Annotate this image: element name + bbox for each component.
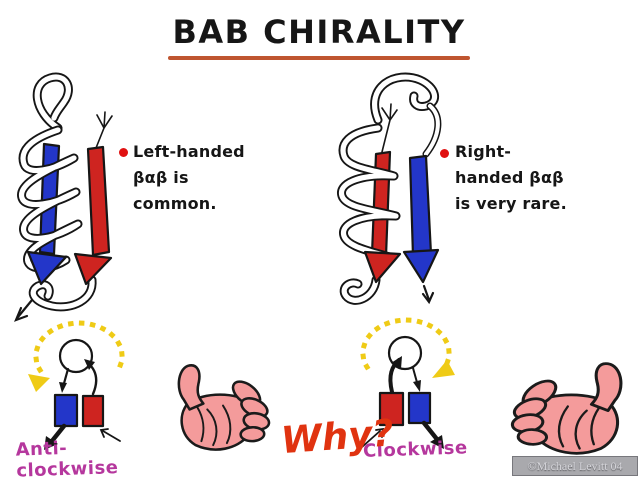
palm-creases (196, 404, 232, 447)
exit-arrow (49, 423, 67, 444)
bottom-loop-ribbon (14, 275, 97, 322)
connector-arrowhead (391, 356, 402, 369)
label-arrow (361, 430, 381, 448)
thumb (177, 364, 205, 411)
bullet-icon (440, 149, 449, 158)
exit-arrowhead (44, 436, 58, 450)
right-hand-icon (510, 362, 623, 455)
label-arrowhead (99, 428, 109, 438)
note-line: handed βαβ (455, 168, 564, 187)
alpha-helix-ribbon (337, 123, 401, 263)
blue-strand-end-square (53, 393, 79, 428)
bullet-icon (119, 148, 128, 157)
label-arrow (102, 430, 121, 442)
note-line: Left-handed (133, 142, 245, 161)
top-loop-ribbon (32, 72, 73, 133)
red-strand-arrowhead (73, 252, 113, 286)
note-line: common. (133, 194, 217, 213)
anticlockwise-label: Anti-clockwise (15, 437, 119, 480)
clockwise-dotted-arrow-icon (360, 317, 452, 371)
bottom-loop-ribbon (339, 275, 381, 305)
note-line: is very rare. (455, 194, 567, 213)
right-note: Right- handed βαβ is very rare. (455, 139, 590, 217)
helix-end-circle (58, 338, 94, 374)
connector-arrowhead (413, 380, 421, 392)
title-underline (168, 56, 470, 60)
exit-arrowhead (430, 435, 444, 449)
chain-end-marks (381, 103, 398, 153)
top-loop-ribbon (370, 72, 442, 158)
alpha-helix-ribbon (17, 125, 83, 273)
blue-strand-body (408, 154, 433, 258)
red-strand-end-square (378, 391, 405, 427)
exit-arrow (422, 284, 431, 302)
finger (239, 425, 266, 443)
left-handed-bab-structure-icon (14, 72, 113, 322)
palm-creases (557, 405, 600, 450)
blue-strand-arrowhead (26, 250, 68, 286)
exit-arrowhead (421, 291, 435, 305)
left-note: Left-handed βαβ is common. (133, 139, 258, 217)
connector-arrowhead (59, 382, 67, 393)
finger (516, 428, 549, 446)
anticlockwise-dotted-arrow-icon (33, 320, 125, 374)
anticlockwise-arrowhead-icon (28, 374, 50, 392)
why-label: Why? (279, 411, 396, 463)
blue-strand-arrowhead (402, 248, 440, 284)
clockwise-arrowhead-icon (432, 360, 455, 378)
clockwise-schematic (360, 317, 455, 449)
anticlockwise-schematic (28, 320, 125, 450)
note-line: Right- (455, 142, 512, 161)
red-strand-end-square (81, 394, 105, 428)
left-hand-icon (177, 364, 271, 451)
connector-arrowhead (84, 359, 95, 370)
page-title: BAB CHIRALITY (172, 13, 466, 51)
right-handed-bab-structure-icon (337, 72, 442, 305)
note-line: βαβ is (133, 168, 189, 187)
watermark: ©Michael Levitt 04 (512, 456, 638, 476)
label-arrowhead (375, 427, 385, 438)
blue-strand-end-square (407, 391, 432, 425)
red-strand-arrowhead (363, 250, 402, 284)
exit-arrow (421, 420, 439, 441)
thumb (589, 362, 623, 412)
red-strand-arrow (86, 111, 113, 257)
